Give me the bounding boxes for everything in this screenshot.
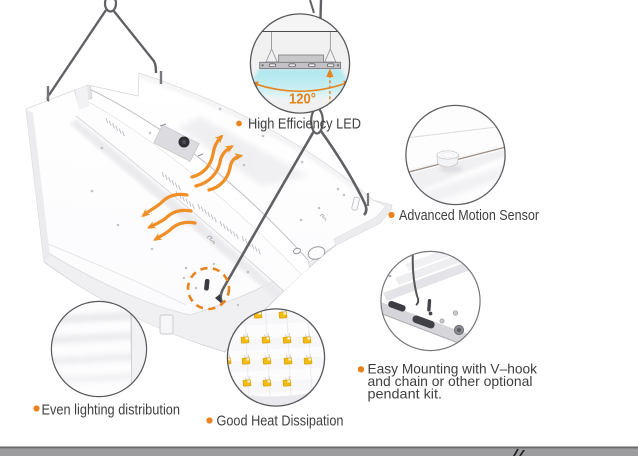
svg-text:Advanced Motion Sensor: Advanced Motion Sensor (399, 207, 539, 224)
svg-text:and chain or other optional: and chain or other optional (368, 374, 533, 389)
svg-text:Even lighting distribution: Even lighting distribution (42, 402, 181, 419)
svg-text:Good Heat Dissipation: Good Heat Dissipation (217, 413, 344, 430)
svg-text:120°: 120° (289, 92, 316, 108)
svg-text:pendant kit.: pendant kit. (368, 387, 443, 402)
svg-text:High Efficiency LED: High Efficiency LED (248, 117, 361, 133)
svg-text:Easy Mounting with V–hook: Easy Mounting with V–hook (368, 362, 538, 377)
